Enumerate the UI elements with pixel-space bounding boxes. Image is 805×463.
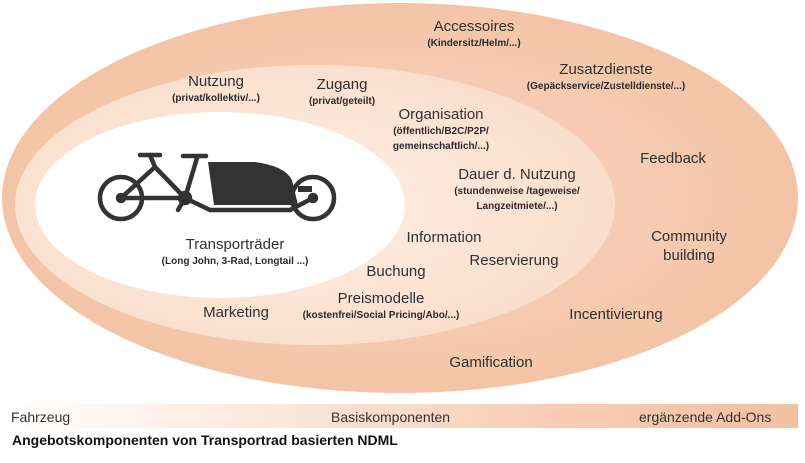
base-component-title: Nutzung (188, 73, 244, 90)
core-label: Transporträder (Long John, 3-Rad, Longta… (162, 236, 309, 268)
addon-title: Feedback (640, 150, 706, 167)
addon-accessoires: Accessoires (Kindersitz/Helm/...) (427, 18, 520, 50)
base-component-subtitle: (privat/geteilt) (308, 96, 376, 108)
base-component-subtitle: (öffentlich/B2C/P2P/ (393, 126, 489, 138)
base-component-organisation: Organisation (öffentlich/B2C/P2P/ gemein… (393, 106, 489, 152)
base-component-title: Reservierung (469, 252, 559, 269)
cargo-bike-icon (97, 152, 337, 222)
base-component-subtitle: (stundenweise /tageweise/ (454, 186, 580, 198)
base-component-subtitle-2: Langzeitmiete/...) (476, 200, 558, 212)
base-component-buchung: Buchung (366, 263, 425, 280)
base-component-subtitle-2: gemeinschaftlich/...) (392, 140, 490, 152)
addon-incentivierung: Incentivierung (569, 306, 662, 323)
ellipse-diagram (2, 3, 798, 393)
base-component-dauer: Dauer d. Nutzung (stundenweise /tageweis… (454, 166, 580, 212)
base-component-subtitle: (kostenfrei/Social Pricing/Abo/...) (302, 310, 460, 322)
base-component-marketing: Marketing (203, 304, 269, 321)
cargo-box (208, 162, 298, 205)
legend-left: Fahrzeug (11, 409, 71, 425)
base-component-title: Organisation (398, 106, 484, 123)
base-component-title: Dauer d. Nutzung (458, 166, 576, 183)
addon-subtitle: (Kindersitz/Helm/...) (427, 38, 521, 50)
base-component-preismodelle: Preismodelle (kostenfrei/Social Pricing/… (303, 290, 460, 322)
addon-zusatzdienste: Zusatzdienste (Gepäckservice/Zustelldien… (527, 61, 685, 93)
base-component-zugang: Zugang (privat/geteilt) (309, 76, 375, 108)
legend-right: ergänzende Add-Ons (639, 409, 772, 425)
addon-title: Incentivierung (569, 306, 663, 323)
addon-title: Gamification (449, 354, 533, 371)
base-component-title: Preismodelle (337, 290, 425, 307)
addon-title: Community (651, 228, 727, 245)
base-component-reservierung: Reservierung (469, 252, 558, 269)
addon-feedback: Feedback (640, 150, 706, 167)
figure-caption: Angebotskomponenten von Transportrad bas… (12, 432, 398, 448)
front-light (298, 186, 312, 192)
base-component-title: Marketing (203, 304, 269, 321)
base-component-title: Buchung (366, 263, 426, 280)
core-subtitle: (Long John, 3-Rad, Longtail ...) (161, 256, 309, 268)
base-component-title: Zugang (316, 76, 368, 93)
base-component-title: Information (406, 229, 482, 246)
base-component-information: Information (406, 229, 481, 246)
addon-community: Community building (651, 228, 727, 265)
base-component-subtitle: (privat/kollektiv/...) (172, 93, 260, 105)
addon-title: Zusatzdienste (559, 61, 653, 78)
base-component-nutzung: Nutzung (privat/kollektiv/...) (172, 73, 260, 105)
addon-gamification: Gamification (449, 354, 532, 371)
core-title: Transporträder (185, 236, 285, 253)
legend-center: Basiskomponenten (331, 409, 451, 425)
addon-title: Accessoires (433, 18, 515, 35)
legend-gradient-bar (0, 404, 798, 428)
addon-subtitle: (Gepäckservice/Zustelldienste/...) (526, 81, 686, 93)
addon-title-2: building (663, 247, 715, 265)
